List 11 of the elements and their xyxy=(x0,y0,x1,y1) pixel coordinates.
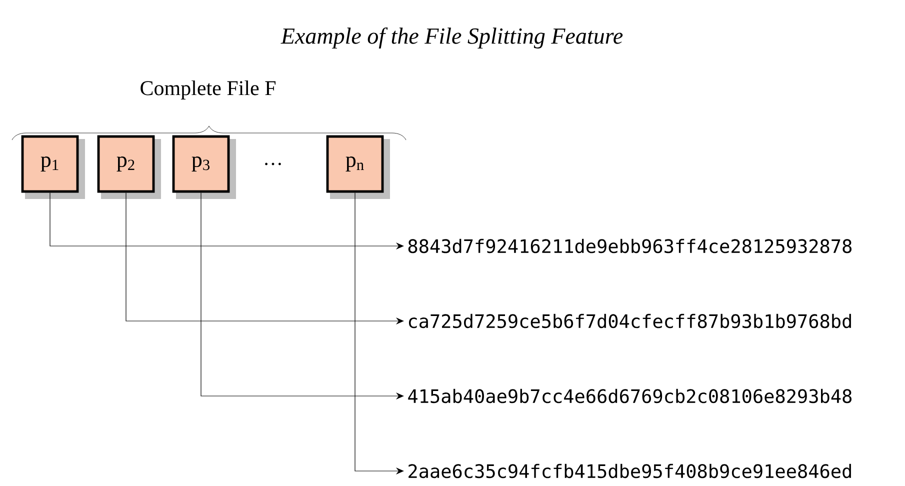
hash-text: 2aae6c35c94fcfb415dbe95f408b9ce91ee846ed xyxy=(408,464,851,478)
piece-box: p$_{1}$ xyxy=(21,135,85,199)
piece-box: p$_{n}$ xyxy=(326,135,390,199)
hash-text: 415ab40ae9b7cc4e66d6769cb2c08106e8293b48 xyxy=(408,388,852,404)
hash-text: 8843d7f92416211de9ebb963ff4ce28125932878 xyxy=(408,238,852,254)
ellipsis: … xyxy=(265,162,281,166)
piece-box: p$_{2}$ xyxy=(97,135,161,199)
title: Example of the File Splitting Feature xyxy=(280,27,623,49)
hash-text: ca725d7259ce5b6f7d04cfecff87b93b1b9768bd xyxy=(408,314,851,328)
brace-label: Complete File F xyxy=(140,80,276,100)
piece-box: p$_{3}$ xyxy=(172,135,236,199)
